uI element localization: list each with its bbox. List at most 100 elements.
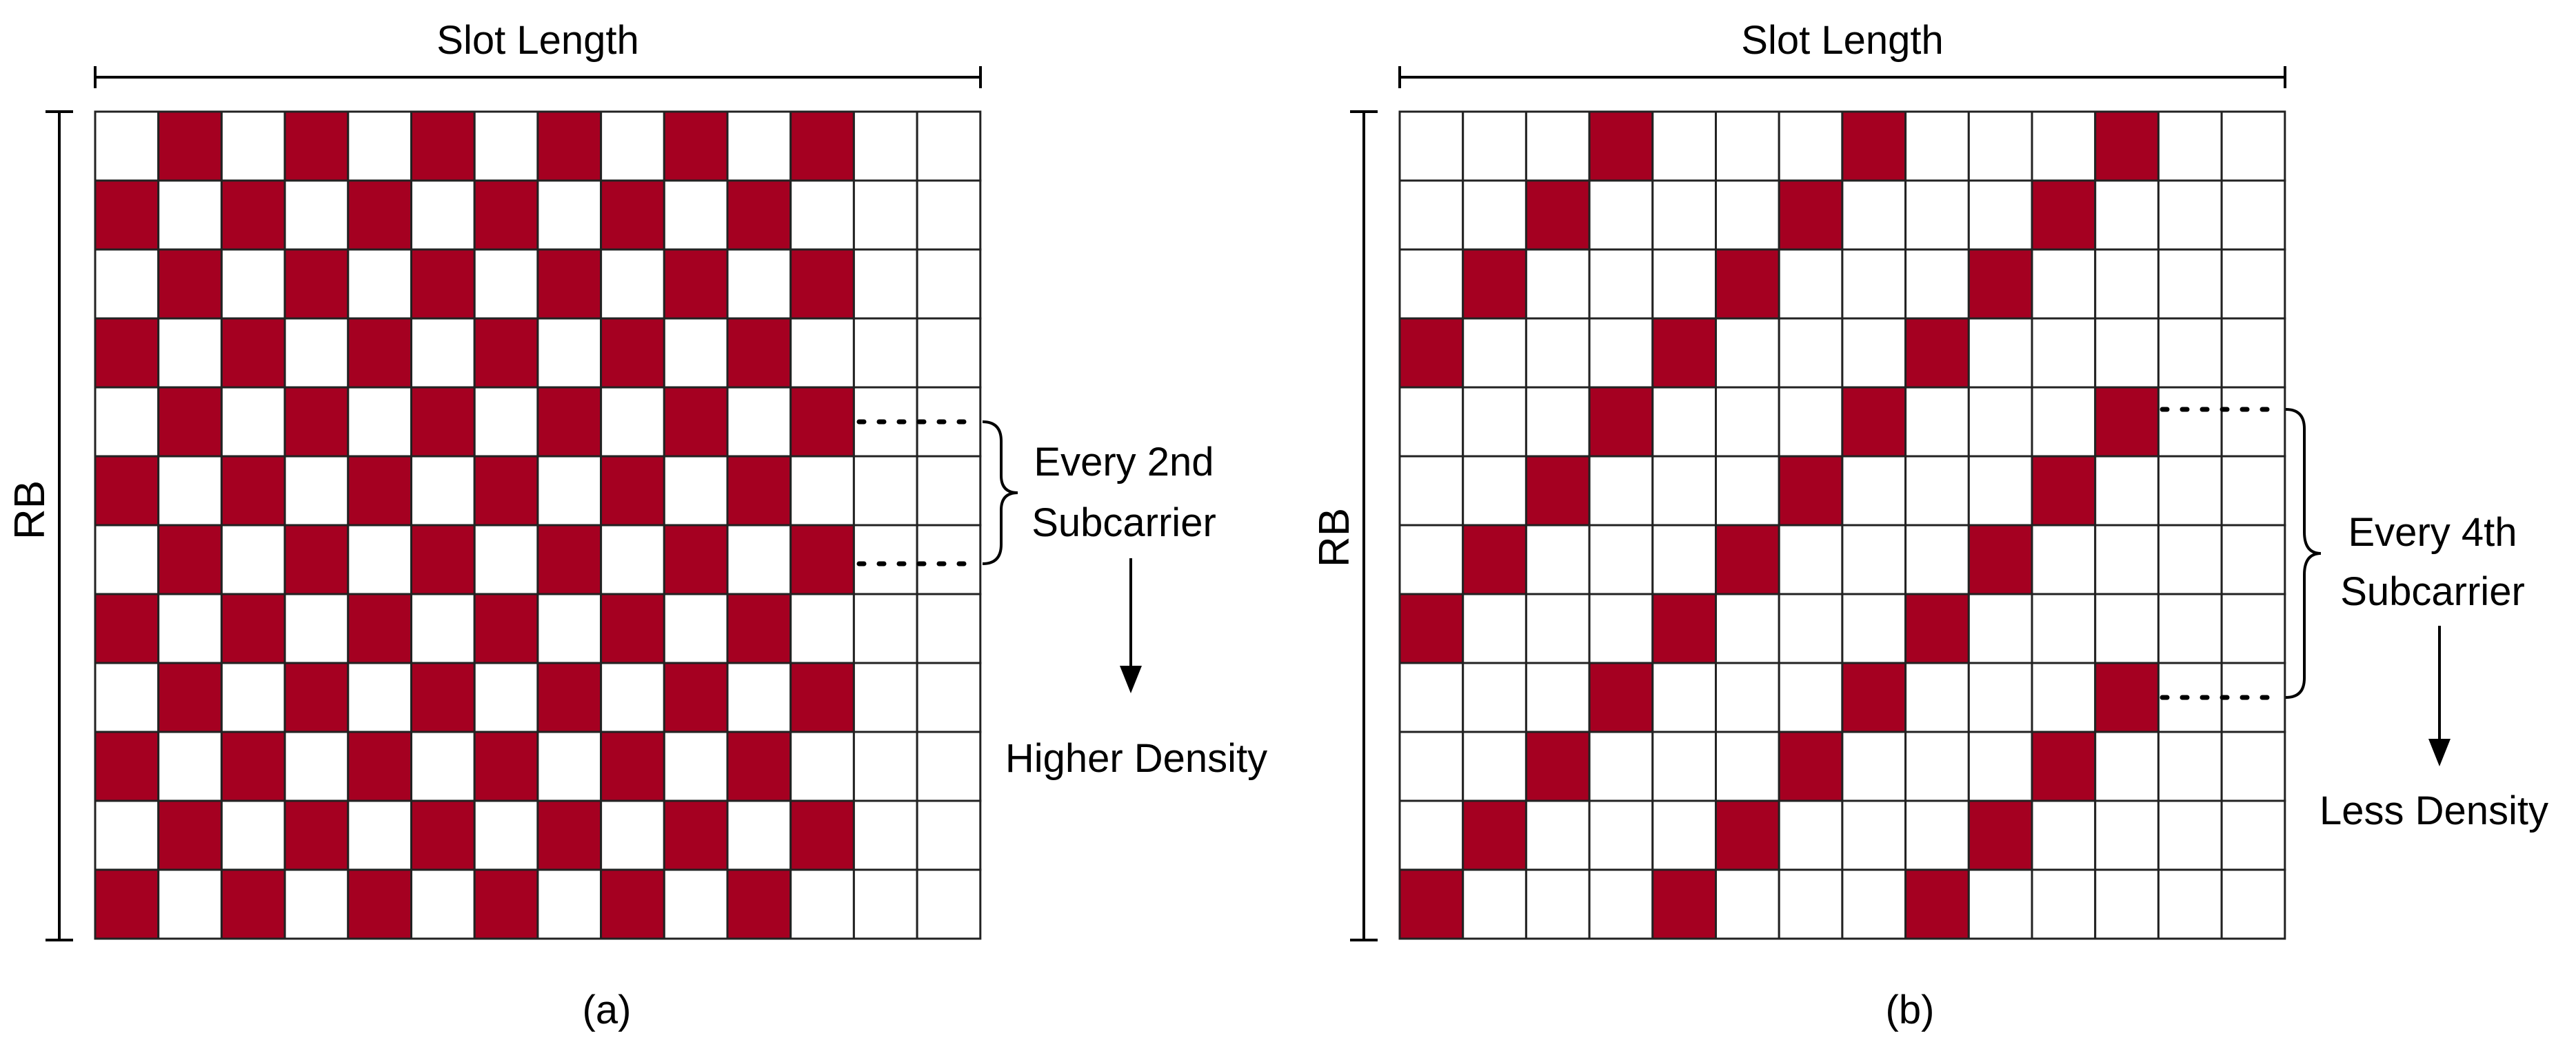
pilot-cell xyxy=(1588,110,1654,182)
empty-cell xyxy=(410,179,476,251)
empty-cell xyxy=(1715,317,1780,389)
empty-cell xyxy=(600,799,665,871)
empty-cell xyxy=(1715,386,1780,458)
empty-cell xyxy=(283,179,350,251)
pilot-cell xyxy=(789,799,855,871)
empty-cell xyxy=(1398,248,1465,320)
empty-cell xyxy=(410,455,476,527)
pilot-cell xyxy=(536,799,603,871)
empty-cell xyxy=(220,524,286,595)
empty-cell xyxy=(1715,455,1780,527)
empty-cell xyxy=(726,110,792,182)
empty-cell xyxy=(1651,179,1718,251)
panel-a: Slot Length RB Every 2nd Subcarrier High… xyxy=(6,18,1267,1032)
pilot-cell xyxy=(157,110,223,182)
empty-cell xyxy=(536,455,603,527)
empty-cell xyxy=(473,248,539,320)
empty-cell xyxy=(1398,386,1465,458)
empty-cell xyxy=(726,524,792,595)
empty-cell xyxy=(283,455,350,527)
pilot-cell xyxy=(1651,868,1718,940)
empty-cell xyxy=(2094,317,2160,389)
pilot-cell xyxy=(1525,731,1591,802)
pilot-cell xyxy=(1778,731,1844,802)
empty-cell xyxy=(1904,524,1970,595)
pilot-cell xyxy=(94,731,160,802)
empty-cell xyxy=(1588,179,1654,251)
pilot-cell xyxy=(410,662,476,733)
empty-cell xyxy=(852,799,918,871)
empty-cell xyxy=(916,868,982,940)
empty-cell xyxy=(852,110,918,182)
empty-cell xyxy=(663,317,729,389)
pilot-cell xyxy=(157,248,223,320)
empty-cell xyxy=(916,248,982,320)
pilot-cell xyxy=(663,386,729,458)
empty-cell xyxy=(663,868,729,940)
pilot-cell xyxy=(1715,524,1780,595)
empty-cell xyxy=(1967,731,2033,802)
empty-cell xyxy=(2157,799,2223,871)
pilot-cell xyxy=(1398,317,1465,389)
empty-cell xyxy=(94,662,160,733)
pilot-cell xyxy=(347,179,412,251)
empty-cell xyxy=(1398,179,1465,251)
pilot-cell xyxy=(1715,799,1780,871)
empty-cell xyxy=(1778,524,1844,595)
empty-cell xyxy=(1904,248,1970,320)
empty-cell xyxy=(600,386,665,458)
empty-cell xyxy=(2157,317,2223,389)
empty-cell xyxy=(473,799,539,871)
empty-cell xyxy=(1967,593,2033,664)
empty-cell xyxy=(1715,662,1780,733)
empty-cell xyxy=(220,386,286,458)
empty-cell xyxy=(789,731,855,802)
empty-cell xyxy=(94,110,160,182)
pilot-cell xyxy=(600,179,665,251)
result-label-a: Higher Density xyxy=(1005,736,1267,781)
empty-cell xyxy=(347,524,412,595)
pilot-cell xyxy=(1525,455,1591,527)
pilot-cell xyxy=(94,868,160,940)
empty-cell xyxy=(1651,799,1718,871)
empty-cell xyxy=(1841,317,1907,389)
empty-cell xyxy=(2220,593,2286,664)
empty-cell xyxy=(852,868,918,940)
empty-cell xyxy=(2220,317,2286,389)
pilot-cell xyxy=(536,524,603,595)
pilot-cell xyxy=(347,455,412,527)
empty-cell xyxy=(1904,179,1970,251)
pilot-cell xyxy=(94,317,160,389)
empty-cell xyxy=(852,524,918,595)
empty-cell xyxy=(1588,455,1654,527)
empty-cell xyxy=(410,317,476,389)
empty-cell xyxy=(536,868,603,940)
empty-cell xyxy=(1525,524,1591,595)
slot-length-label-a: Slot Length xyxy=(436,18,638,63)
empty-cell xyxy=(1904,455,1970,527)
empty-cell xyxy=(536,731,603,802)
pilot-cell xyxy=(1651,317,1718,389)
empty-cell xyxy=(1588,248,1654,320)
empty-cell xyxy=(1525,110,1591,182)
brace-a xyxy=(982,420,1018,565)
empty-cell xyxy=(157,455,223,527)
pilot-cell xyxy=(536,248,603,320)
pilot-cell xyxy=(1398,868,1465,940)
empty-cell xyxy=(1462,731,1527,802)
empty-cell xyxy=(2031,868,2097,940)
pilot-cell xyxy=(473,455,539,527)
empty-cell xyxy=(2220,386,2286,458)
empty-cell xyxy=(94,524,160,595)
pilot-cell xyxy=(94,179,160,251)
empty-cell xyxy=(1778,868,1844,940)
empty-cell xyxy=(1588,868,1654,940)
empty-cell xyxy=(916,317,982,389)
empty-cell xyxy=(2220,110,2286,182)
empty-cell xyxy=(473,662,539,733)
empty-cell xyxy=(1967,455,2033,527)
pilot-cell xyxy=(600,317,665,389)
empty-cell xyxy=(1398,731,1465,802)
empty-cell xyxy=(1588,593,1654,664)
empty-cell xyxy=(789,317,855,389)
